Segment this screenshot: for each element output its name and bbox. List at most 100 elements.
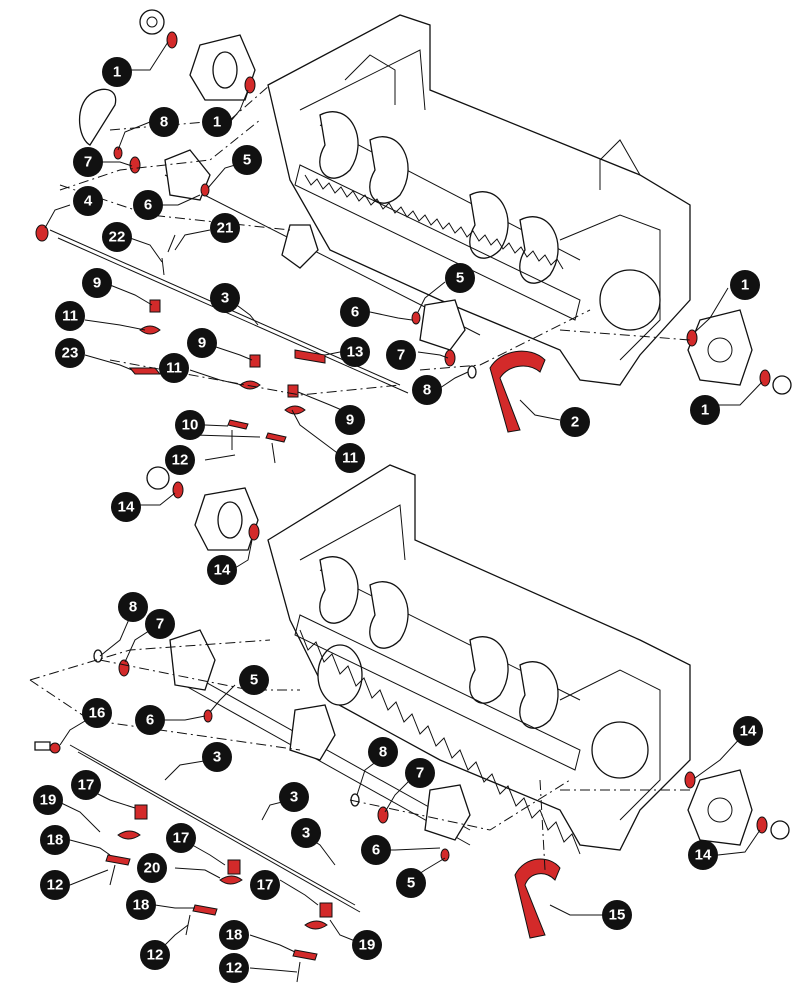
svg-text:3: 3	[302, 825, 310, 842]
svg-text:20: 20	[144, 860, 161, 877]
callout-3: 3	[291, 818, 321, 848]
callout-12: 12	[219, 953, 249, 983]
svg-text:2: 2	[571, 414, 579, 431]
svg-text:21: 21	[217, 220, 234, 237]
svg-text:23: 23	[62, 345, 79, 362]
callout-5: 5	[445, 263, 475, 293]
callout-1: 1	[730, 270, 760, 300]
svg-text:12: 12	[172, 452, 189, 469]
svg-text:6: 6	[372, 842, 380, 859]
svg-text:8: 8	[423, 382, 431, 399]
callout-17: 17	[166, 823, 196, 853]
svg-text:8: 8	[129, 599, 137, 616]
callout-20: 20	[137, 853, 167, 883]
callout-8: 8	[368, 737, 398, 767]
callout-3: 3	[279, 782, 309, 812]
callout-18: 18	[219, 920, 249, 950]
callout-2: 2	[560, 407, 590, 437]
upper-tine-bar	[294, 164, 581, 321]
svg-text:6: 6	[351, 304, 359, 321]
svg-text:17: 17	[257, 877, 274, 894]
svg-text:17: 17	[173, 830, 190, 847]
svg-text:11: 11	[166, 360, 182, 377]
svg-text:9: 9	[93, 275, 101, 292]
svg-text:11: 11	[342, 450, 358, 467]
svg-text:17: 17	[78, 777, 95, 794]
svg-text:18: 18	[47, 832, 64, 849]
lower-tine-bar	[294, 614, 581, 855]
svg-text:14: 14	[214, 562, 231, 579]
lower-left-drive-parts	[34, 466, 471, 862]
callout-5: 5	[396, 868, 426, 898]
svg-text:5: 5	[243, 152, 251, 169]
callout-6: 6	[361, 835, 391, 865]
svg-text:3: 3	[221, 290, 229, 307]
callout-7: 7	[386, 340, 416, 370]
svg-text:5: 5	[407, 875, 415, 892]
upper-assembly	[35, 9, 792, 464]
svg-text:22: 22	[109, 229, 126, 246]
svg-text:18: 18	[226, 927, 243, 944]
callout-16: 16	[82, 698, 112, 728]
svg-text:14: 14	[695, 847, 712, 864]
callouts: 1 1 1 1 2 3 3 3 3 4 5 5 5 5 6 6 6 6 7 7 …	[33, 57, 763, 983]
callout-9: 9	[335, 405, 365, 435]
svg-text:19: 19	[359, 937, 376, 954]
svg-text:7: 7	[416, 765, 424, 782]
lower-auger	[319, 556, 581, 729]
svg-text:12: 12	[226, 960, 243, 977]
svg-text:9: 9	[198, 335, 206, 352]
callout-10: 10	[175, 410, 205, 440]
svg-text:3: 3	[290, 789, 298, 806]
svg-text:6: 6	[144, 197, 152, 214]
upper-left-drive-parts	[35, 9, 319, 269]
callout-9: 9	[82, 268, 112, 298]
callout-17: 17	[71, 770, 101, 800]
callout-7: 7	[73, 147, 103, 177]
svg-text:1: 1	[701, 402, 709, 419]
callout-8: 8	[149, 107, 179, 137]
callout-14: 14	[207, 555, 237, 585]
svg-text:8: 8	[379, 744, 387, 761]
svg-text:15: 15	[609, 907, 626, 924]
svg-text:12: 12	[147, 947, 164, 964]
callout-6: 6	[133, 190, 163, 220]
callout-11: 11	[335, 443, 365, 473]
svg-text:5: 5	[456, 270, 464, 287]
callout-3: 3	[202, 742, 232, 772]
callout-18: 18	[40, 825, 70, 855]
callout-12: 12	[140, 940, 170, 970]
callout-11: 11	[159, 353, 189, 383]
svg-text:14: 14	[118, 499, 135, 516]
callout-19: 19	[352, 930, 382, 960]
svg-text:4: 4	[84, 193, 93, 210]
callout-14: 14	[111, 492, 141, 522]
callout-9: 9	[187, 328, 217, 358]
svg-text:7: 7	[84, 154, 92, 171]
upper-auger	[319, 111, 581, 284]
svg-text:1: 1	[213, 114, 221, 131]
callout-8: 8	[118, 592, 148, 622]
callout-12: 12	[40, 870, 70, 900]
svg-text:7: 7	[156, 616, 164, 633]
callout-1: 1	[202, 107, 232, 137]
svg-text:13: 13	[347, 344, 364, 361]
svg-text:19: 19	[40, 792, 57, 809]
svg-text:9: 9	[346, 412, 354, 429]
callout-14: 14	[733, 716, 763, 746]
lower-belt-guide	[514, 858, 561, 939]
svg-text:10: 10	[182, 417, 199, 434]
callout-17: 17	[250, 870, 280, 900]
callout-22: 22	[102, 222, 132, 252]
callout-6: 6	[340, 297, 370, 327]
callout-23: 23	[55, 338, 85, 368]
callout-21: 21	[210, 213, 240, 243]
svg-text:5: 5	[250, 672, 258, 689]
svg-text:1: 1	[741, 277, 749, 294]
callout-5: 5	[239, 665, 269, 695]
callout-14: 14	[688, 840, 718, 870]
callout-15: 15	[602, 900, 632, 930]
callout-7: 7	[405, 758, 435, 788]
